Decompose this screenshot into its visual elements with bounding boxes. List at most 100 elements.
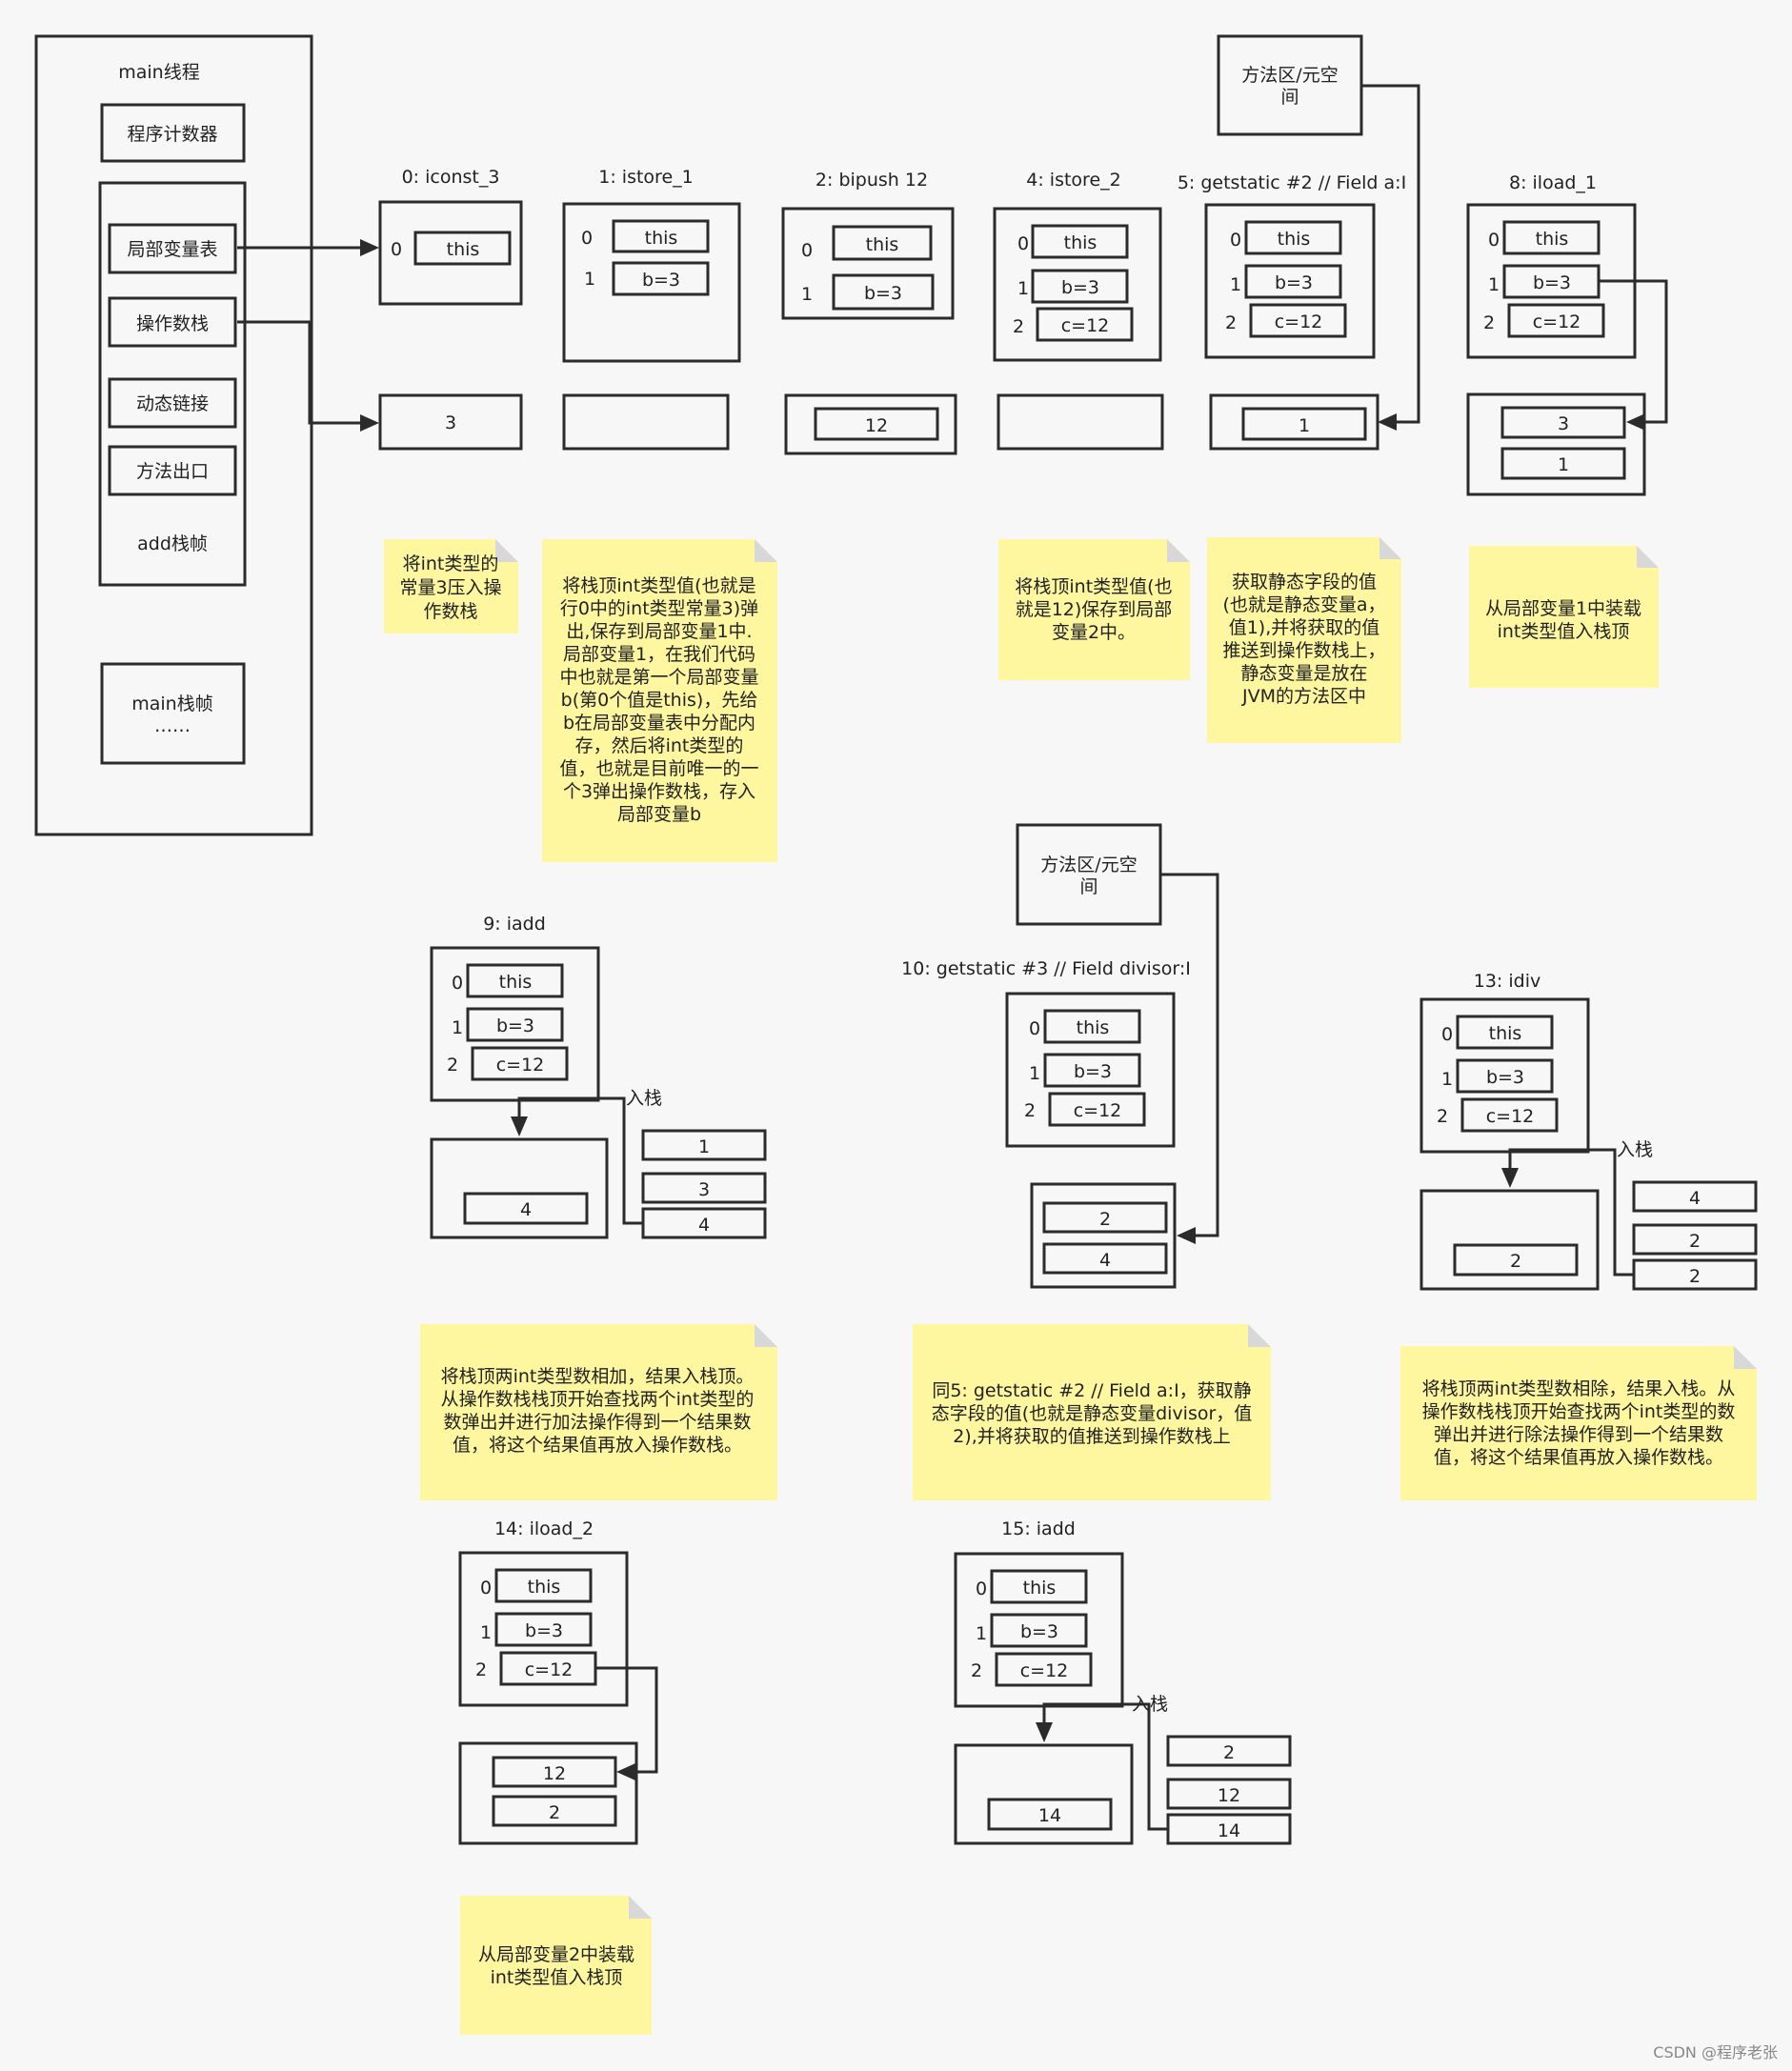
slot-this xyxy=(1031,224,1129,259)
main-frame-box xyxy=(100,662,246,765)
note-iload-1: 从局部变量1中装载 int类型值入栈顶 xyxy=(1469,546,1659,688)
slot-c xyxy=(1048,1092,1146,1127)
note-line: 常量3压入操 xyxy=(399,577,501,598)
note-line: JVM的方法区中 xyxy=(1241,686,1366,707)
note-idiv: 将栈顶两int类型数相除，结果入栈。从 操作数栈栈顶开始查找两个int类型的数 … xyxy=(1400,1346,1757,1500)
slot-index: 1 xyxy=(1029,1063,1040,1084)
note-line: 值，将这个结果值再放入操作数栈。 xyxy=(1434,1447,1723,1468)
pc-box xyxy=(100,103,246,163)
slot-b xyxy=(1043,1053,1141,1088)
stack-value: 4 xyxy=(1099,1250,1111,1271)
slot-b-value: b=3 xyxy=(1061,277,1099,298)
slot-b-value: b=3 xyxy=(1020,1621,1058,1642)
note-line: 态字段的值(也就是静态变量divisor，值 xyxy=(932,1403,1253,1424)
slot-index: 1 xyxy=(1017,278,1029,299)
note-line: 从局部变量1中装载 xyxy=(1485,598,1641,619)
local-vars-box xyxy=(378,200,523,306)
note-getstatic-divisor: 同5: getstatic #2 // Field a:I，获取静 态字段的值(… xyxy=(913,1324,1271,1500)
slot-index: 0 xyxy=(1441,1024,1453,1045)
slot-c-value: c=12 xyxy=(496,1055,545,1076)
slot-this xyxy=(832,225,933,261)
step-label: 0: iconst_3 xyxy=(402,167,500,188)
method-area-top: 方法区/元空 间 xyxy=(1217,34,1420,431)
method-area-label-line2: 间 xyxy=(1280,87,1299,108)
stack-value: 3 xyxy=(445,412,456,433)
note-fold xyxy=(755,539,777,562)
stack-slot xyxy=(987,1798,1113,1831)
slot-b xyxy=(832,273,935,311)
operand-stack-box xyxy=(108,296,237,348)
stack-value: 2 xyxy=(1099,1209,1111,1230)
dynamic-link-box xyxy=(108,377,237,429)
push-arrow xyxy=(1042,1702,1168,1831)
slot-this-value: this xyxy=(645,228,678,249)
popped-value: 1 xyxy=(698,1136,710,1157)
arrowhead xyxy=(1501,1168,1519,1188)
note-line: 值，也就是目前唯一的一 xyxy=(559,758,758,779)
push-arrow xyxy=(517,1096,643,1225)
watermark: CSDN @程序老张 xyxy=(1653,2043,1778,2061)
slot-c xyxy=(1460,1097,1559,1133)
step-label: 10: getstatic #3 // Field divisor:I xyxy=(901,958,1191,979)
slot-c xyxy=(1036,307,1134,342)
slot-b-value: b=3 xyxy=(525,1620,563,1641)
note-line: 出,保存到局部变量1中. xyxy=(566,621,752,642)
note-line: 从操作数栈栈顶开始查找两个int类型的 xyxy=(441,1389,755,1410)
method-area-label-line1: 方法区/元空 xyxy=(1241,65,1338,86)
note-fold xyxy=(1167,539,1190,562)
step-label: 2: bipush 12 xyxy=(815,170,928,191)
local-vars-box xyxy=(781,207,955,320)
popped-slot xyxy=(1632,1180,1758,1213)
stack-value: 1 xyxy=(1299,415,1310,436)
slot-index: 0 xyxy=(452,973,463,994)
stack-value: 2 xyxy=(1510,1251,1521,1272)
note-line: 作数栈 xyxy=(423,601,477,622)
step-label: 4: istore_2 xyxy=(1026,170,1120,191)
stack-slot xyxy=(1042,1242,1168,1275)
add-frame-label: add栈帧 xyxy=(137,533,208,554)
note-line: 值1),并将获取的值 xyxy=(1229,617,1380,638)
local-vars-box xyxy=(1005,992,1176,1148)
step-iconst-3: 0: iconst_3 0 this 3 xyxy=(378,167,523,451)
slot-b xyxy=(1244,264,1342,299)
note-fold xyxy=(1734,1346,1757,1369)
method-area-label-line2: 间 xyxy=(1079,876,1097,897)
note-line: 将栈顶两int类型数相加，结果入栈顶。 xyxy=(441,1366,755,1387)
slot-this-value: this xyxy=(1489,1023,1522,1044)
note-background xyxy=(998,539,1190,680)
local-vars-table-box xyxy=(108,223,237,274)
slot-index: 0 xyxy=(1017,233,1029,254)
slot-b-value: b=3 xyxy=(1533,272,1571,293)
slot-b xyxy=(612,261,710,296)
arrow-c-to-stack xyxy=(595,1666,658,1774)
stack-value: 4 xyxy=(520,1199,532,1220)
arrowhead xyxy=(1177,1227,1196,1244)
operand-stack-box xyxy=(1466,392,1646,496)
slot-this-value: this xyxy=(528,1577,561,1598)
note-background xyxy=(913,1324,1271,1500)
push-label: 入栈 xyxy=(1132,1694,1168,1715)
slot-c-value: c=12 xyxy=(1486,1106,1535,1127)
slot-b xyxy=(1031,269,1129,304)
slot-b-value: b=3 xyxy=(864,283,902,304)
note-line: 数弹出并进行加法操作得到一个结果数 xyxy=(443,1412,751,1433)
stack-slot xyxy=(1042,1201,1168,1234)
stack-slot xyxy=(1241,407,1367,441)
note-line: 将栈顶两int类型数相除，结果入栈。从 xyxy=(1422,1378,1736,1399)
note-background xyxy=(420,1324,777,1500)
slot-index: 0 xyxy=(801,240,813,261)
note-background xyxy=(1400,1346,1757,1500)
popped-value: 4 xyxy=(1689,1188,1701,1209)
main-thread-title: main线程 xyxy=(118,62,199,83)
operand-stack-box xyxy=(430,1137,609,1239)
arrowhead xyxy=(1036,1722,1053,1742)
stack-value: 2 xyxy=(549,1802,560,1823)
push-arrow xyxy=(1508,1148,1634,1277)
note-line: 存，然后将int类型的 xyxy=(575,735,744,756)
step-label: 13: idiv xyxy=(1474,971,1540,992)
slot-c-value: c=12 xyxy=(1061,315,1110,336)
slot-this-value: this xyxy=(499,972,533,993)
operand-stack-box xyxy=(997,393,1164,451)
note-fold xyxy=(1379,537,1401,559)
step-label: 14: iload_2 xyxy=(494,1518,594,1539)
